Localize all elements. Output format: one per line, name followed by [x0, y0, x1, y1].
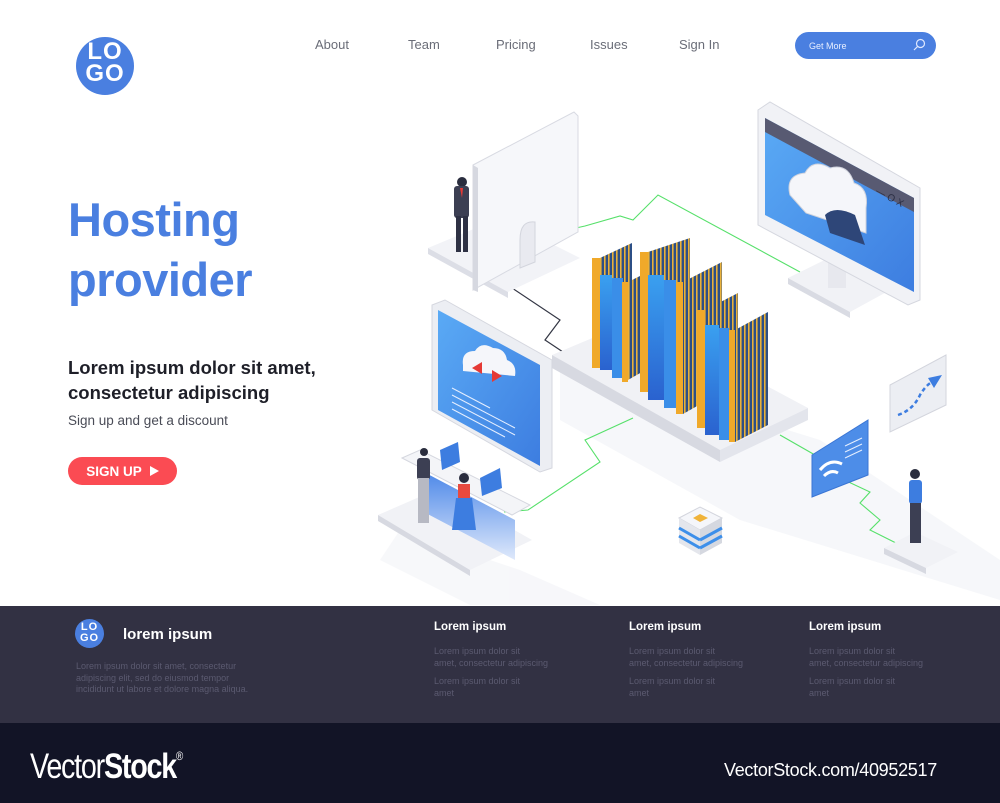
footer-column-title: Lorem ipsum: [629, 621, 702, 633]
logo-line-1: LO: [87, 38, 123, 65]
logo-line-2: GO: [85, 60, 125, 87]
hero-description: Sign up and get a discount: [68, 413, 228, 428]
footer-column-title: Lorem ipsum: [434, 621, 507, 633]
watermark-brand-light: Vector: [30, 747, 105, 786]
watermark-bar: [0, 723, 1000, 803]
footer-logo[interactable]: LO GO: [75, 619, 104, 648]
hosting-illustration: — O X: [378, 101, 1000, 605]
footer: [0, 606, 1000, 723]
storage-stack: [677, 506, 724, 555]
workstation-desk: [378, 442, 532, 576]
nav-sign-in[interactable]: Sign In: [679, 37, 720, 52]
footer-about-line: Lorem ipsum dolor sit amet, consectetur: [76, 661, 237, 671]
nav-about[interactable]: About: [315, 37, 349, 52]
sign-up-label: SIGN UP: [86, 463, 142, 479]
watermark-logo: VectorStock®: [30, 747, 183, 787]
nav-pricing[interactable]: Pricing: [496, 37, 536, 52]
footer-about-line: adipiscing elit, sed do eiusmod tempor: [76, 672, 230, 683]
watermark-brand-bold: Stock: [103, 747, 177, 786]
logo[interactable]: LO GO: [76, 37, 134, 95]
watermark-id: VectorStock.com/40952517: [724, 760, 937, 780]
play-arrow-icon: [149, 466, 159, 476]
presenter-figure: [884, 469, 958, 574]
page-title: Hosting provider: [68, 190, 253, 310]
footer-logo-line-1: LO: [80, 621, 99, 633]
footer-column-title: Lorem ipsum: [809, 621, 882, 633]
footer-brand: lorem ipsum: [123, 626, 213, 643]
search-icon[interactable]: [912, 38, 926, 52]
businessman-figure: [454, 177, 469, 252]
nav-team[interactable]: Team: [408, 37, 440, 52]
main-nav: About Team Pricing Issues Sign In: [300, 37, 760, 53]
subtitle-line-2: consectetur adipiscing: [68, 382, 270, 403]
server-racks: [552, 238, 808, 462]
title-line-1: Hosting: [68, 193, 240, 246]
sign-up-button[interactable]: SIGN UP: [68, 457, 177, 485]
title-line-2: provider: [68, 253, 253, 306]
search-input[interactable]: [809, 38, 899, 53]
footer-about: Lorem ipsum dolor sit amet, consectetur …: [76, 661, 296, 696]
wifi-panel: [811, 419, 869, 498]
registered-mark: ®: [175, 749, 183, 763]
route-card: [889, 354, 947, 433]
nav-issues[interactable]: Issues: [590, 37, 628, 52]
search-bar: [795, 32, 936, 59]
transfer-screen: [431, 299, 553, 473]
subtitle-line-1: Lorem ipsum dolor sit amet,: [68, 357, 316, 378]
footer-about-line: incididunt ut labore et dolore magna ali…: [76, 684, 249, 694]
cloud-monitor: — O X: [757, 101, 921, 318]
hero-subtitle: Lorem ipsum dolor sit amet, consectetur …: [68, 355, 316, 405]
footer-logo-line-2: GO: [79, 632, 100, 644]
monitor-back-platform: [428, 111, 580, 298]
